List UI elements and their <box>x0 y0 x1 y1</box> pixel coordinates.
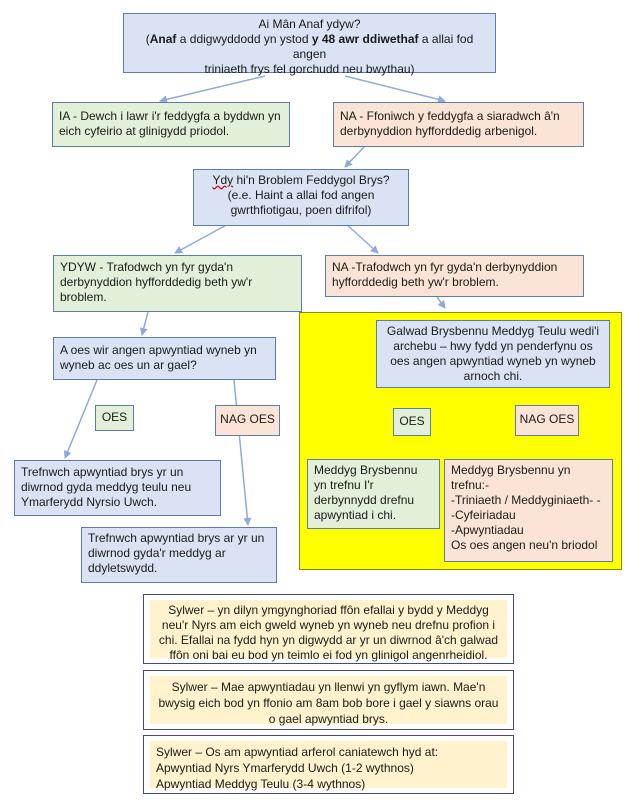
triage-arranges-item: -Apwyntiadau <box>451 523 524 537</box>
oes-left-label: OES <box>95 405 134 431</box>
ia-answer-text: IA - Dewch i lawr i'r feddygfa a byddwn … <box>59 109 281 138</box>
triage-arranges-item: -Triniaeth / Meddyginiaeth- - <box>451 493 601 507</box>
note-phone-consultation: Sylwer – yn dilyn ymgynghoriad ffôn efal… <box>143 594 514 664</box>
arrow-broblem-to-ydyw <box>174 222 231 254</box>
note-routine-nurse: Apwyntiad Nyrs Ymarferydd Uwch (1-2 wyth… <box>156 761 414 775</box>
nag-oes-left-label: NAG OES <box>215 405 280 436</box>
na-answer-box: NA - Ffoniwch y feddygfa a siaradwch â'n… <box>333 102 584 147</box>
nag-oes-right-label: NAG OES <box>515 405 579 436</box>
urgent-problem-example: (e.e. Haint a allai fod angen <box>227 188 375 202</box>
urgent-problem-example-cont: gwrthfiotigau, poen difrifol) <box>230 203 372 217</box>
na-discuss-box: NA -Trafodwch yn fyr gyda'n derbynyddion… <box>325 255 584 297</box>
note-appointments-fill: Sylwer – Mae apwyntiadau yn llenwi yn gy… <box>143 670 514 730</box>
minor-injury-question-box: Ai Mân Anaf ydyw? (Anaf a ddigwyddodd yn… <box>123 13 496 76</box>
minor-injury-detail-cont: triniaeth frys fel gorchudd neu bwythau) <box>204 62 415 76</box>
triage-arranges-line: Os oes angen neu'n briodol <box>451 538 598 552</box>
na-answer-text: NA - Ffoniwch y feddygfa a siaradwch â'n… <box>340 109 560 138</box>
minor-injury-title: Ai Mân Anaf ydyw? <box>258 17 361 31</box>
oes-left-text: OES <box>101 410 128 424</box>
face-to-face-question-box: A oes wir angen apwyntiad wyneb yn wyneb… <box>53 337 276 380</box>
note-routine-intro: Sylwer – Os am apwyntiad arferol caniate… <box>156 745 439 759</box>
note-phone-consultation-body: Sylwer – yn dilyn ymgynghoriad ffôn efal… <box>150 600 507 662</box>
arrow-na2-to-galwad <box>436 296 446 309</box>
urgent-gp-appointment-text: Trefnwch apwyntiad brys yr un diwrnod gy… <box>21 465 192 509</box>
note-phone-consultation-text: Sylwer – yn dilyn ymgynghoriad ffôn efal… <box>158 603 499 662</box>
gp-triage-call-text: Galwad Brysbennu Meddyg Teulu wedi'i arc… <box>386 324 600 383</box>
arrow-top-to-na <box>344 75 446 104</box>
nag-oes-right-text: NAG OES <box>519 412 575 426</box>
duty-doctor-appointment-box: Trefnwch apwyntiad brys ar yr un diwrnod… <box>81 527 277 583</box>
ia-answer-box: IA - Dewch i lawr i'r feddygfa a byddwn … <box>52 102 290 147</box>
duty-doctor-appointment-text: Trefnwch apwyntiad brys ar yr un diwrnod… <box>88 531 265 575</box>
note-routine-appointments: Sylwer – Os am apwyntiad arferol caniate… <box>143 735 514 794</box>
urgent-problem-question-box: Ydy hi'n Broblem Feddygol Brys? (e.e. Ha… <box>193 169 409 226</box>
arrow-ydyw-to-question <box>139 311 149 336</box>
nag-oes-left-text: NAG OES <box>220 412 275 426</box>
arrow-question-to-trefnwch2 <box>233 379 252 526</box>
arrow-question-to-trefnwch1 <box>63 379 98 459</box>
oes-right-text: OES <box>399 414 425 428</box>
face-to-face-question-text: A oes wir angen apwyntiad wyneb yn wyneb… <box>60 343 257 372</box>
na-discuss-text: NA -Trafodwch yn fyr gyda'n derbynyddion… <box>332 260 558 289</box>
arrow-na-to-broblem <box>344 145 366 168</box>
note-routine-gp: Apwyntiad Meddyg Teulu (3-4 wythnos) <box>156 777 366 791</box>
triage-doctor-receptionist-text: Meddyg Brysbennu yn trefnu I'r derbynnyd… <box>314 463 418 522</box>
oes-right-label: OES <box>393 408 431 436</box>
ydyw-answer-text: YDYW - Trafodwch yn fyr gyda'n derbynydd… <box>60 260 253 304</box>
triage-doctor-receptionist-box: Meddyg Brysbennu yn trefnu I'r derbynnyd… <box>307 459 440 529</box>
triage-doctor-arranges-box: Meddyg Brysbennu yn trefnu:- -Triniaeth … <box>444 459 613 562</box>
minor-injury-detail: (Anaf a ddigwyddodd yn ystod y 48 awr dd… <box>145 32 474 61</box>
arrow-broblem-to-na2 <box>344 222 379 254</box>
urgent-gp-appointment-box: Trefnwch apwyntiad brys yr un diwrnod gy… <box>14 460 221 516</box>
gp-triage-call-box: Galwad Brysbennu Meddyg Teulu wedi'i arc… <box>376 320 610 388</box>
arrow-top-to-ia <box>159 75 266 104</box>
urgent-problem-title: Ydy hi'n Broblem Feddygol Brys? <box>212 173 390 187</box>
note-appointments-fill-text: Sylwer – Mae apwyntiadau yn llenwi yn gy… <box>158 680 499 726</box>
triage-arranges-line: trefnu:- <box>451 478 490 492</box>
ydyw-answer-box: YDYW - Trafodwch yn fyr gyda'n derbynydd… <box>53 255 302 312</box>
triage-arranges-line: Meddyg Brysbennu yn <box>451 463 571 477</box>
note-routine-appointments-body: Sylwer – Os am apwyntiad arferol caniate… <box>150 741 507 791</box>
triage-arranges-item: -Cyfeiriadau <box>451 508 516 522</box>
note-appointments-fill-body: Sylwer – Mae apwyntiadau yn llenwi yn gy… <box>150 676 507 726</box>
